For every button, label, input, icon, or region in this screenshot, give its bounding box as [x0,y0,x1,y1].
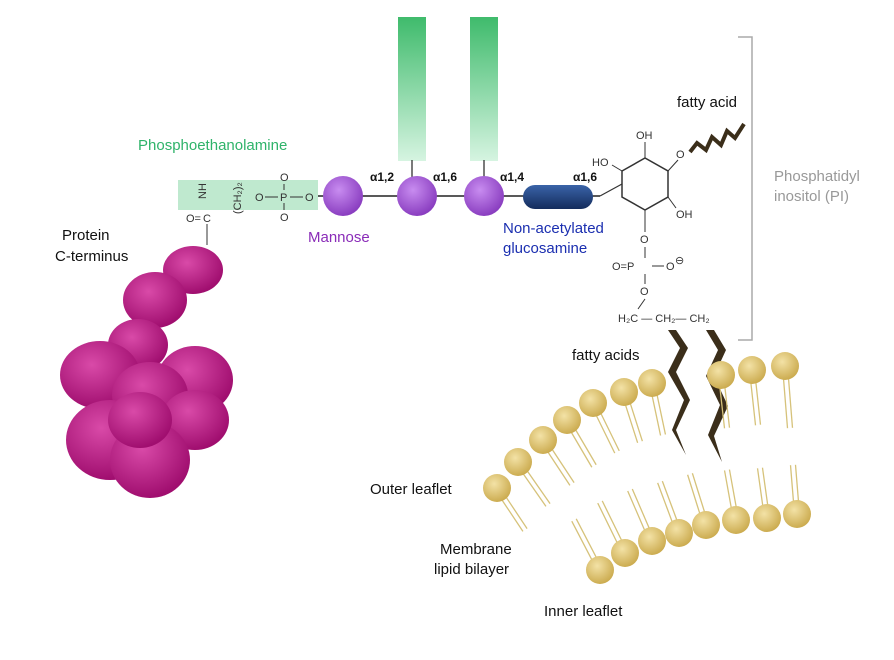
label-outer-leaflet: Outer leaflet [370,481,453,498]
inner-lipid [722,469,750,534]
pe-ch2: (CH₂)₂ [232,182,244,214]
phosphoethanolamine-structure: O= C NH (CH₂)₂ O P O O O [186,172,314,245]
mannose-1 [323,176,363,216]
label-membrane: Membrane [440,541,512,558]
mannose-3 [464,176,504,216]
side-chain-bar-1 [398,17,426,161]
phosphate-glycerol: O=P O ⊖ O H₂C — CH₂— CH₂ [612,247,710,325]
inner-lipid [597,500,639,567]
pe-o-top: O [280,172,289,184]
fatty-acid-tail-1 [668,330,690,455]
inner-lipid [686,473,720,539]
fatty-acid-tail-2 [706,330,728,462]
glucosamine-pill [523,185,593,209]
inner-lipid [571,518,614,584]
label-inositol-pi: inositol (PI) [774,188,849,205]
outer-lipid [529,426,575,486]
fatty-acid-zigzag [688,122,746,154]
label-fatty-acids: fatty acids [572,347,640,364]
outer-lipid [638,369,667,436]
outer-lipid [504,448,551,507]
inositol-ho-left: HO [592,157,609,169]
phosphoethanolamine-box [178,180,318,210]
outer-lipid [553,406,597,468]
outer-lipid [707,361,735,429]
inner-lipid [753,467,781,532]
bond-a16-inositol: α1,6 [573,170,597,184]
pe-p: P [280,192,287,204]
inositol-o-bottom: O [640,234,649,246]
label-non-acetylated: Non-acetylated [503,220,604,237]
label-fatty-acid: fatty acid [677,94,737,111]
label-phosphatidyl: Phosphatidyl [774,168,860,185]
side-chain-bar-2 [470,17,498,161]
phosphate-o-low: O [640,286,649,298]
label-protein: Protein [62,227,110,244]
outer-leaflet [483,352,799,532]
pi-bracket [738,36,753,341]
label-mannose: Mannose [308,229,370,246]
inositol-oh-top: OH [636,130,653,142]
pe-carbonyl-o: O= [186,213,201,225]
label-glucosamine: glucosamine [503,240,587,257]
outer-lipid [579,389,620,454]
pe-o-bottom: O [280,212,289,224]
bond-a14: α1,4 [500,170,524,184]
bond-a16-mannose: α1,6 [433,170,457,184]
pe-o-2: O [305,192,314,204]
inositol-ring: OH HO O OH O [592,130,693,246]
inner-leaflet [571,464,811,584]
phosphate-o-minus: O [666,261,675,273]
phosphate-op: O=P [612,261,634,273]
label-lipid-bilayer: lipid bilayer [434,561,509,578]
label-phosphoethanolamine: Phosphoethanolamine [138,137,287,154]
outer-lipid [610,378,644,443]
glycerol-chain: H₂C — CH₂— CH₂ [618,313,710,325]
label-inner-leaflet: Inner leaflet [544,603,623,620]
inositol-o-right: O [676,149,685,161]
outer-lipid [483,474,528,532]
outer-lipid [738,356,766,426]
outer-lipid [771,352,799,429]
phosphate-minus: ⊖ [675,255,684,267]
protein-blob [60,246,233,498]
inner-lipid [627,488,666,555]
bond-a12: α1,2 [370,170,394,184]
pe-nh: NH [197,183,209,199]
pe-o-link: O [255,192,264,204]
inner-lipid [783,464,811,528]
inner-lipid [657,480,693,547]
pe-carbon: C [203,213,211,225]
inositol-oh-right: OH [676,209,693,221]
mannose-2 [397,176,437,216]
label-c-terminus: C-terminus [55,248,128,265]
